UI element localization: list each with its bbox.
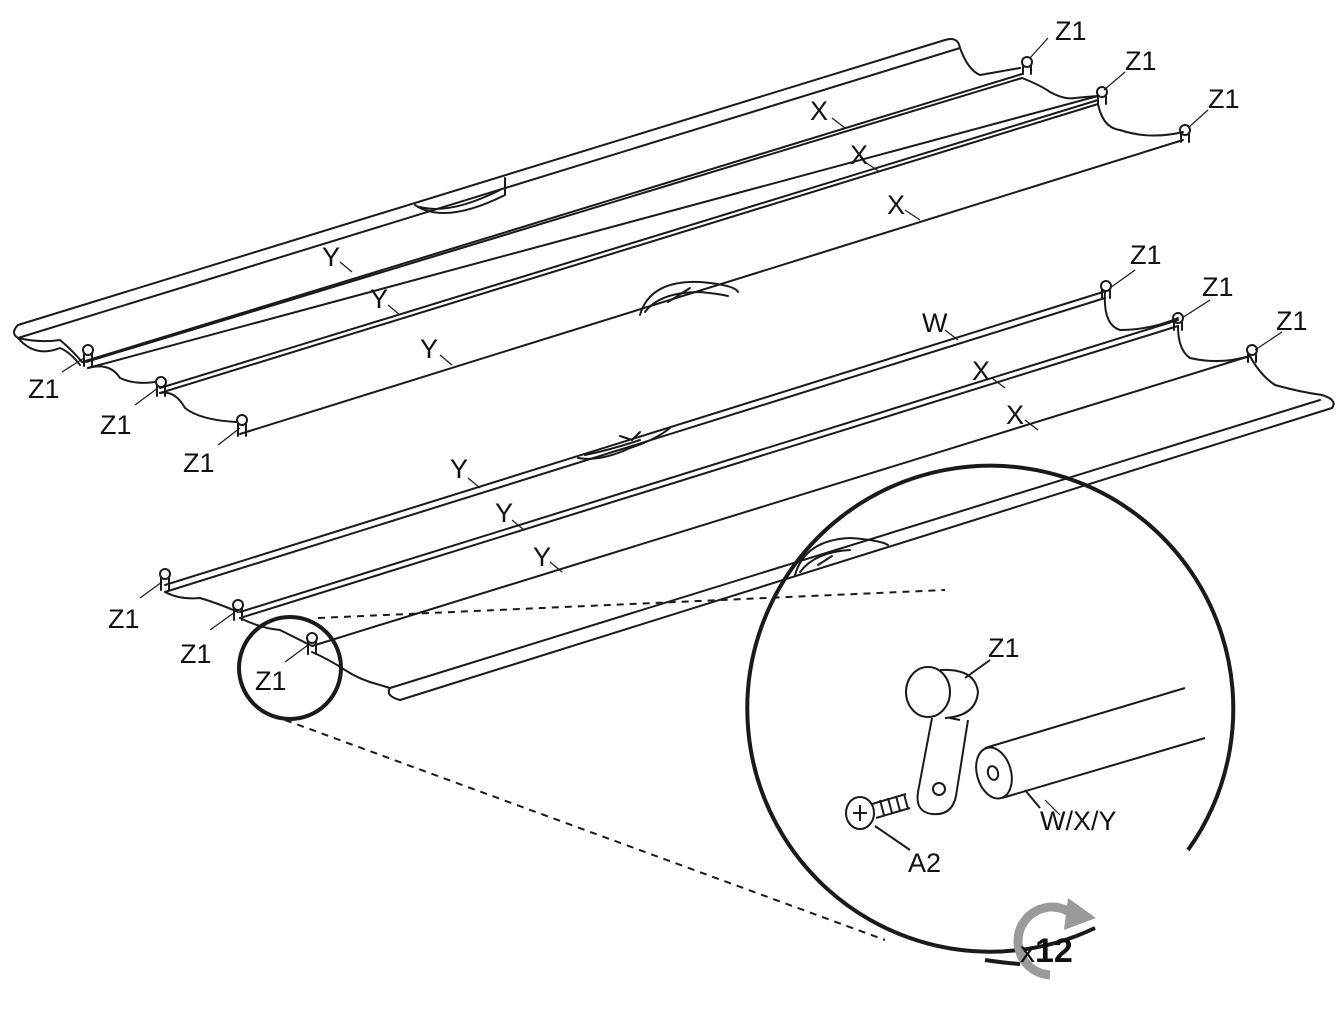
rail-upper-1	[13, 38, 1023, 366]
label-z1: Z1	[183, 448, 215, 478]
rail-lower-2	[239, 319, 1251, 647]
label-w: W	[922, 308, 948, 338]
zoom-callout: Z1 A2 W/X/Y x12	[237, 463, 1236, 980]
label-y: Y	[420, 334, 438, 364]
label-x: X	[972, 356, 990, 386]
upper-rail-set	[13, 38, 1191, 437]
connectors-lower	[159, 280, 1258, 655]
rail-lower-1	[164, 291, 1179, 613]
label-z1-detail: Z1	[988, 633, 1020, 663]
screw-part	[845, 793, 911, 851]
part-labels: Z1 Z1 Z1 X X X Y Y Y Z1 Z1 Z1 Z1 Z1 Z1 W…	[28, 16, 1308, 696]
label-a2: A2	[908, 848, 941, 878]
label-z1: Z1	[28, 374, 60, 404]
rail-upper-2	[85, 77, 1099, 389]
repeat-count: x12	[1020, 932, 1073, 970]
label-y: Y	[533, 542, 551, 572]
label-z1: Z1	[100, 410, 132, 440]
label-z1: Z1	[1208, 84, 1240, 114]
source-circle	[237, 615, 343, 721]
label-z1: Z1	[1130, 240, 1162, 270]
dashed-guide-bottom	[284, 719, 886, 941]
label-y: Y	[370, 284, 388, 314]
dashed-guide-top	[317, 589, 946, 619]
tube-part	[975, 687, 1206, 809]
label-z1: Z1	[1276, 306, 1308, 336]
label-wxy: W/X/Y	[1040, 806, 1117, 836]
label-z1: Z1	[1125, 46, 1157, 76]
label-y: Y	[322, 242, 340, 272]
lower-rail-set	[159, 280, 1335, 701]
label-z1: Z1	[255, 666, 287, 696]
label-y: Y	[450, 454, 468, 484]
label-x: X	[887, 190, 905, 220]
rotate-arrow-icon	[1013, 898, 1096, 980]
label-z1: Z1	[1055, 16, 1087, 46]
repeat-prefix: x	[1020, 936, 1035, 969]
rail-upper-3	[159, 103, 1184, 435]
label-y: Y	[495, 498, 513, 528]
label-z1: Z1	[108, 604, 140, 634]
repeat-number: 12	[1035, 932, 1073, 970]
label-z1: Z1	[1202, 272, 1234, 302]
label-x: X	[850, 140, 868, 170]
label-x: X	[810, 96, 828, 126]
leader-lines	[61, 37, 1283, 663]
label-z1: Z1	[180, 639, 212, 669]
label-x: X	[1006, 400, 1024, 430]
connectors-upper	[82, 56, 1191, 437]
rail-lower-3	[311, 355, 1335, 701]
bracket-part	[905, 659, 991, 816]
detail-circle	[745, 463, 1236, 954]
